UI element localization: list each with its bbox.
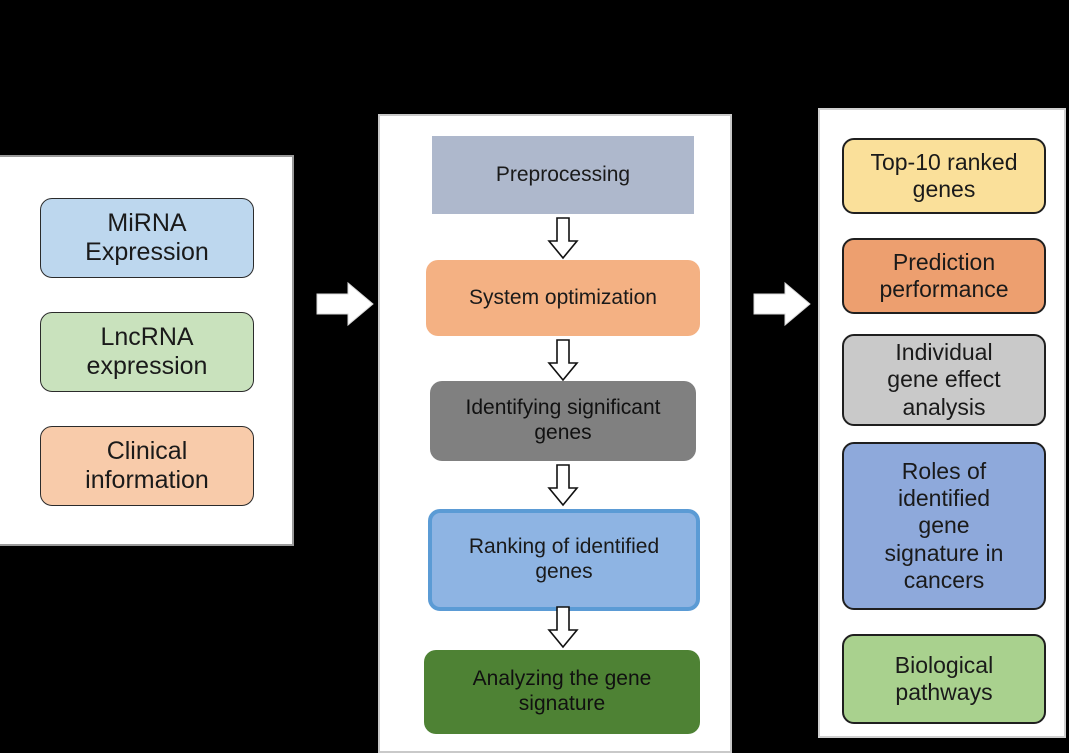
node-identifying-significant-genes: Identifying significant genes bbox=[430, 381, 696, 461]
node-lncrna-expression: LncRNA expression bbox=[40, 312, 254, 392]
node-individual-gene-effect-analysis: Individual gene effect analysis bbox=[842, 334, 1046, 426]
arrow-pipeline-to-outputs-icon bbox=[752, 281, 812, 327]
node-roles-of-identified-gene-signature-in-cancers: Roles of identified gene signature in ca… bbox=[842, 442, 1046, 610]
arrow-preprocessing-to-system-optimization-icon bbox=[546, 216, 580, 260]
analysis-pipeline-panel: Preprocessing System optimization Identi… bbox=[378, 114, 732, 753]
node-system-optimization: System optimization bbox=[426, 260, 700, 336]
arrow-inputs-to-pipeline-icon bbox=[315, 281, 375, 327]
node-preprocessing: Preprocessing bbox=[432, 136, 694, 214]
node-ranking-of-identified-genes: Ranking of identified genes bbox=[428, 509, 700, 611]
input-data-panel: MiRNA Expression LncRNA expression Clini… bbox=[0, 155, 294, 546]
node-top-10-ranked-genes: Top-10 ranked genes bbox=[842, 138, 1046, 214]
arrow-ranking-to-analyzing-icon bbox=[546, 605, 580, 649]
arrow-system-optimization-to-identifying-genes-icon bbox=[546, 338, 580, 382]
node-biological-pathways: Biological pathways bbox=[842, 634, 1046, 724]
arrow-identifying-genes-to-ranking-icon bbox=[546, 463, 580, 507]
node-analyzing-the-gene-signature: Analyzing the gene signature bbox=[424, 650, 700, 734]
node-mirna-expression: MiRNA Expression bbox=[40, 198, 254, 278]
results-panel: Top-10 ranked genes Prediction performan… bbox=[818, 108, 1066, 738]
node-prediction-performance: Prediction performance bbox=[842, 238, 1046, 314]
node-clinical-information: Clinical information bbox=[40, 426, 254, 506]
